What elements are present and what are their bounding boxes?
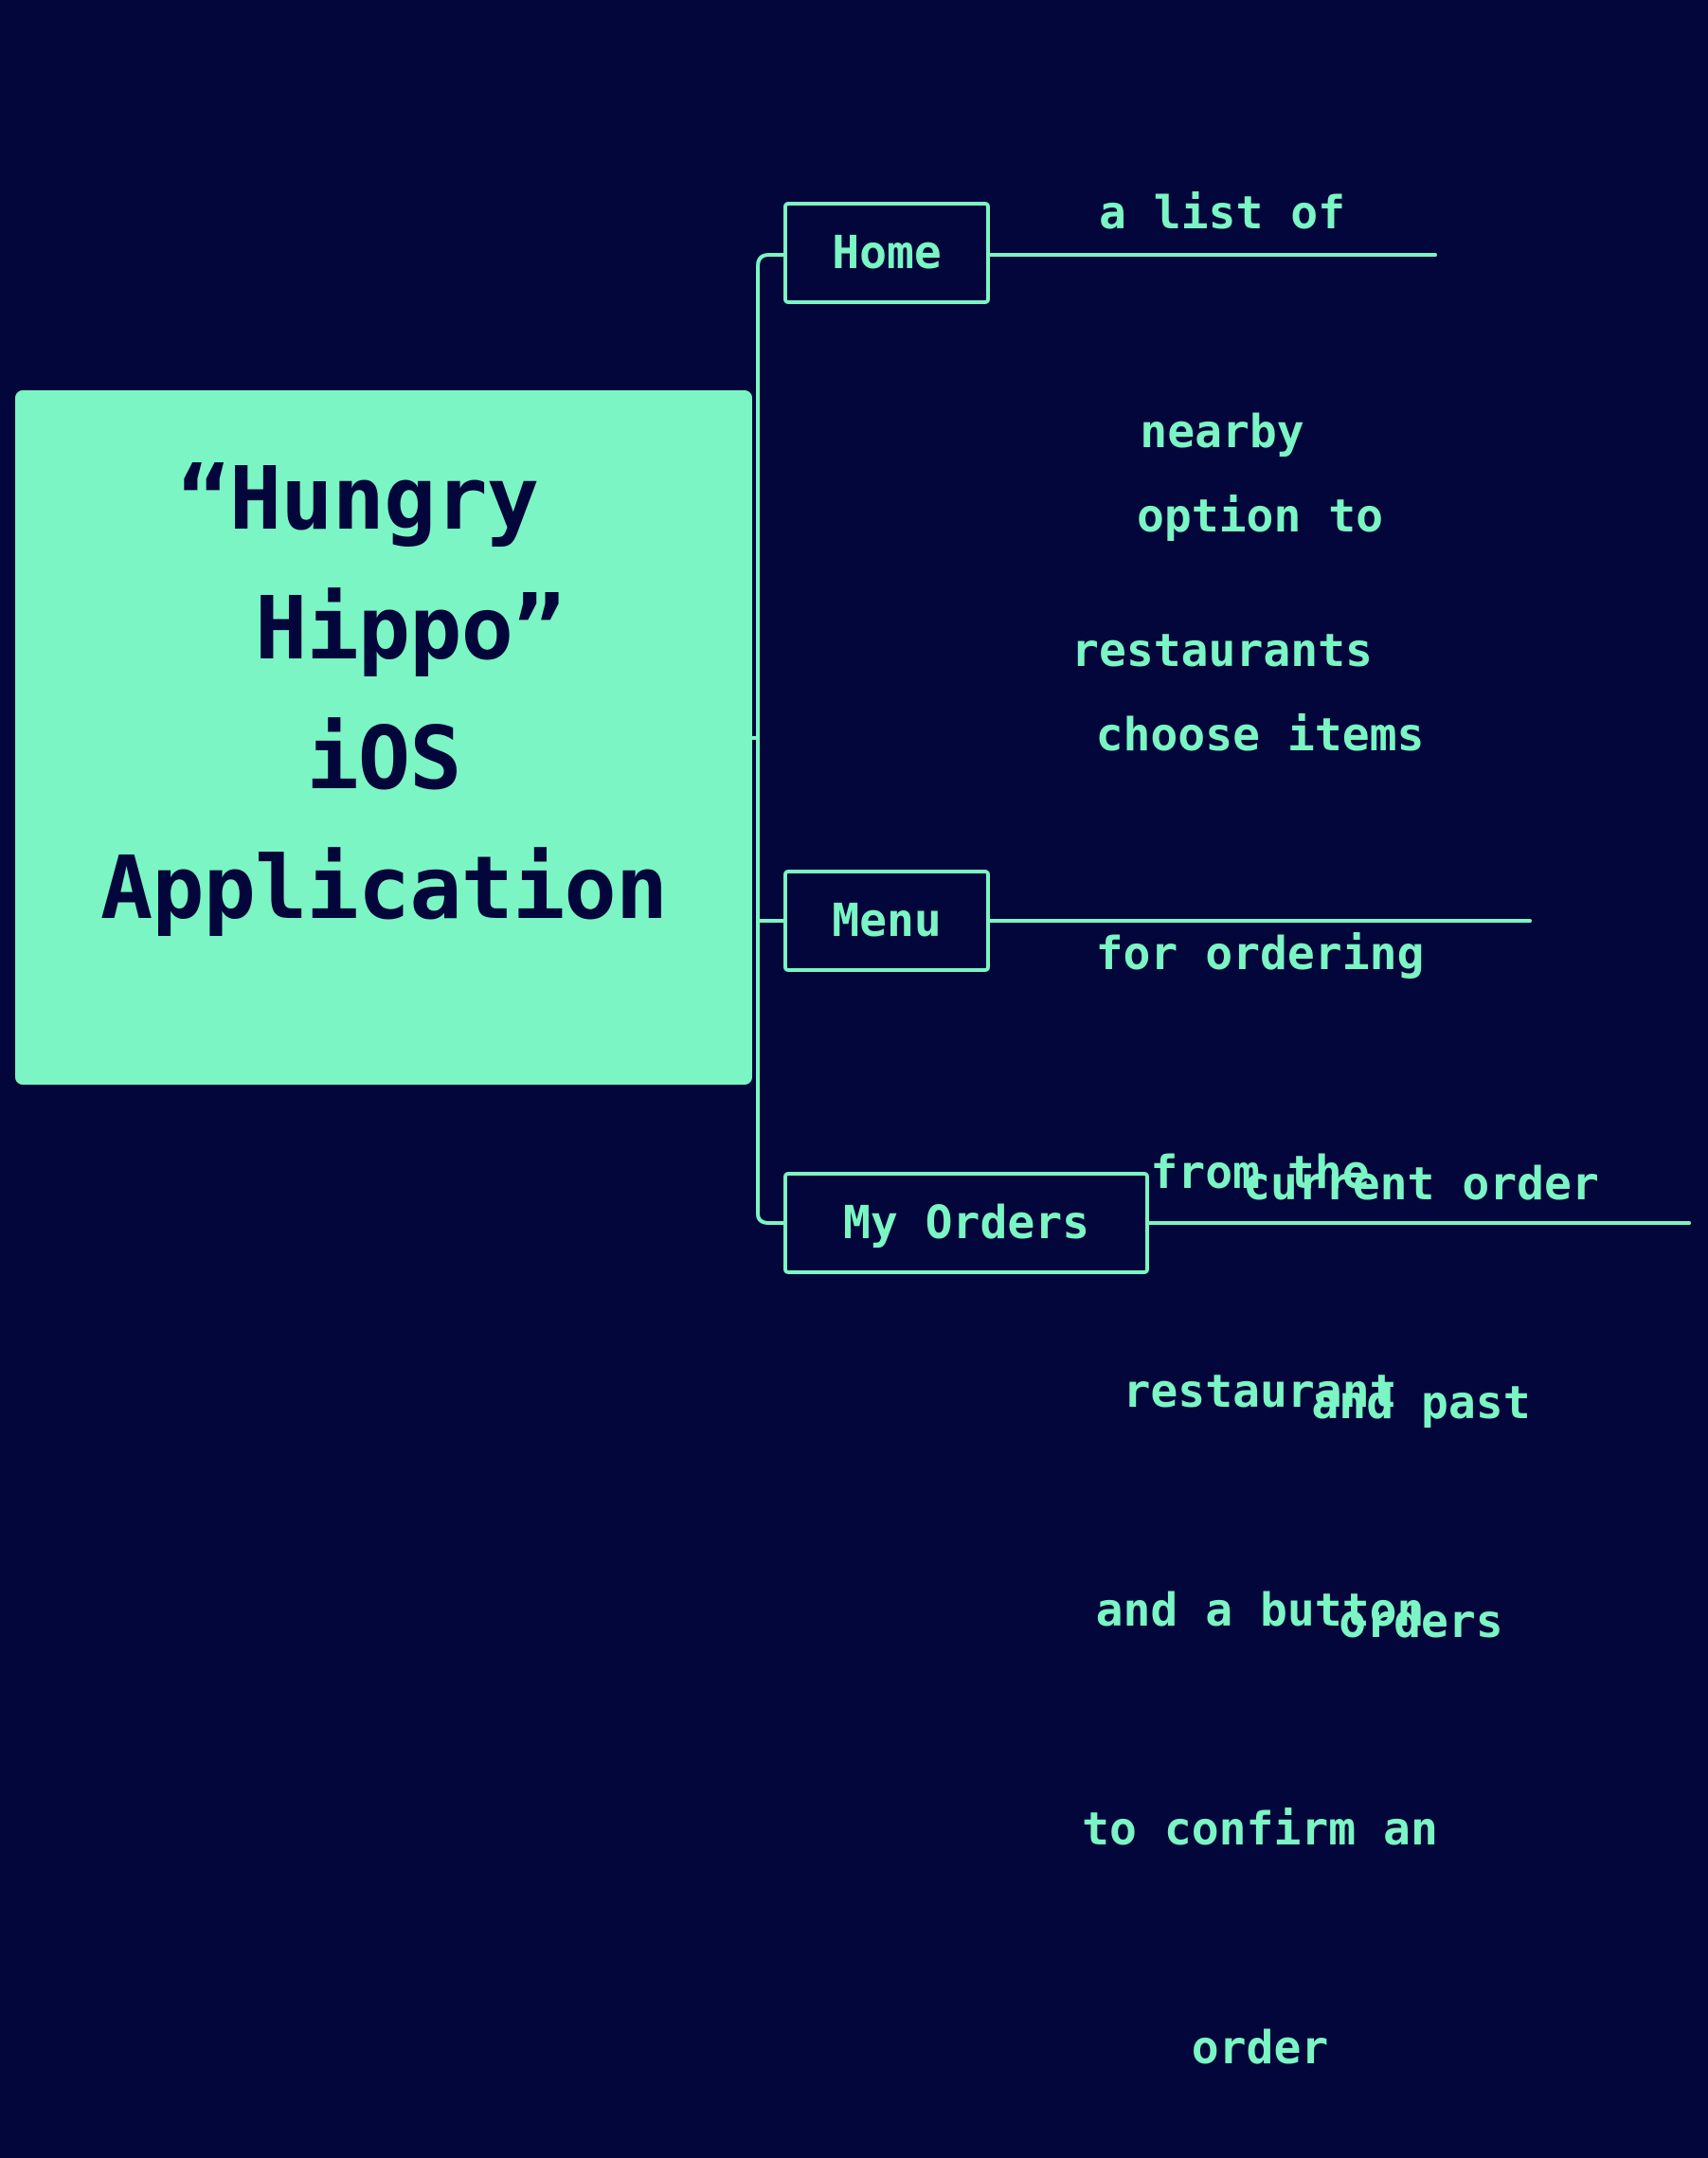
connector-lines: [750, 253, 1691, 1225]
root-title-line: iOS: [306, 708, 461, 809]
description-line: a list of: [1098, 187, 1346, 240]
root-title: “Hungry Hippo” iOS Application: [15, 434, 752, 953]
home-connector: [756, 253, 785, 740]
branch-label: Home: [832, 226, 942, 279]
description-line: restaurants: [1071, 624, 1373, 677]
root-title-line: Application: [99, 837, 668, 939]
root-node: [15, 390, 752, 1085]
description-line: for ordering: [1095, 927, 1425, 980]
description-line: nearby: [1140, 405, 1304, 459]
my-orders-description: current order and past orders: [1189, 1002, 1653, 1732]
branch-label: Menu: [832, 894, 942, 947]
root-title-line: “Hungry: [177, 448, 590, 549]
description-line: order: [1191, 2022, 1329, 2075]
description-line: orders: [1339, 1595, 1503, 1648]
description-line: option to: [1136, 490, 1384, 543]
description-line: from the: [1150, 1146, 1370, 1199]
branch-node-my-orders: My Orders: [783, 1172, 1149, 1274]
branch-label: My Orders: [842, 1196, 1090, 1250]
orders-connector: [756, 736, 785, 1225]
description-line: choose items: [1095, 709, 1425, 762]
menu-connector: [756, 736, 785, 923]
root-title-line: Hippo”: [203, 578, 565, 679]
description-line: current order: [1243, 1158, 1599, 1211]
description-line: and past: [1311, 1376, 1531, 1430]
home-description: a list of nearby restaurants: [1037, 31, 1407, 761]
branch-node-home: Home: [783, 202, 990, 304]
branch-node-menu: Menu: [783, 870, 990, 972]
description-line: to confirm an: [1082, 1803, 1438, 1856]
